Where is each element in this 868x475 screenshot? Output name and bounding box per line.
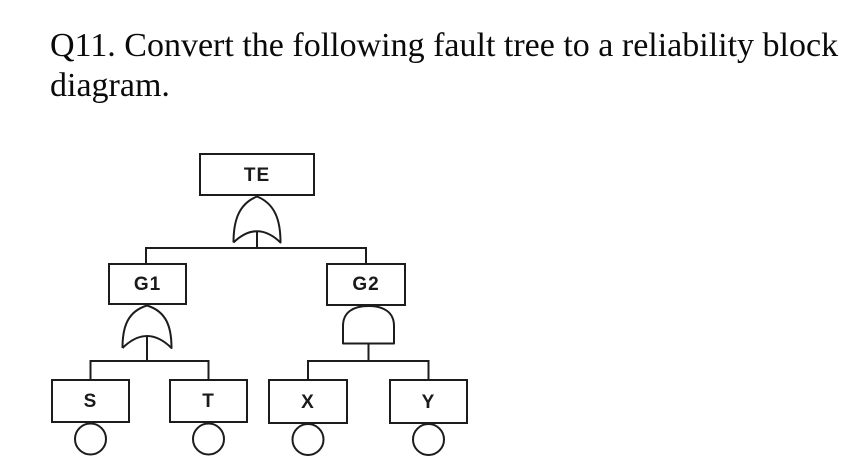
gate-g2-box [326,263,406,306]
gate-g1-box [108,263,187,305]
connector-lines [89,230,430,380]
question-text: Q11. Convert the following fault tree to… [50,27,839,104]
basic-event-y-circle [412,423,445,456]
and-gate-g2 [342,305,395,345]
or-gate-g1 [121,304,173,349]
basic-event-t-circle [192,422,225,456]
basic-event-s-box [51,379,130,423]
basic-event-x-label: X [301,392,315,413]
basic-event-t-label: T [202,391,215,412]
basic-event-x-box [268,379,348,424]
basic-event-s-circle [74,422,107,456]
gate-g2-label: G2 [352,274,379,295]
top-event-box [199,153,315,196]
basic-event-t-box [169,379,248,423]
basic-event-y-box [389,379,468,424]
or-gate-top [232,195,282,244]
top-event-label: TE [244,165,270,186]
basic-event-s-label: S [84,391,98,412]
basic-event-y-label: Y [422,392,436,413]
basic-event-x-circle [291,423,325,456]
gate-g1-label: G1 [134,274,161,295]
